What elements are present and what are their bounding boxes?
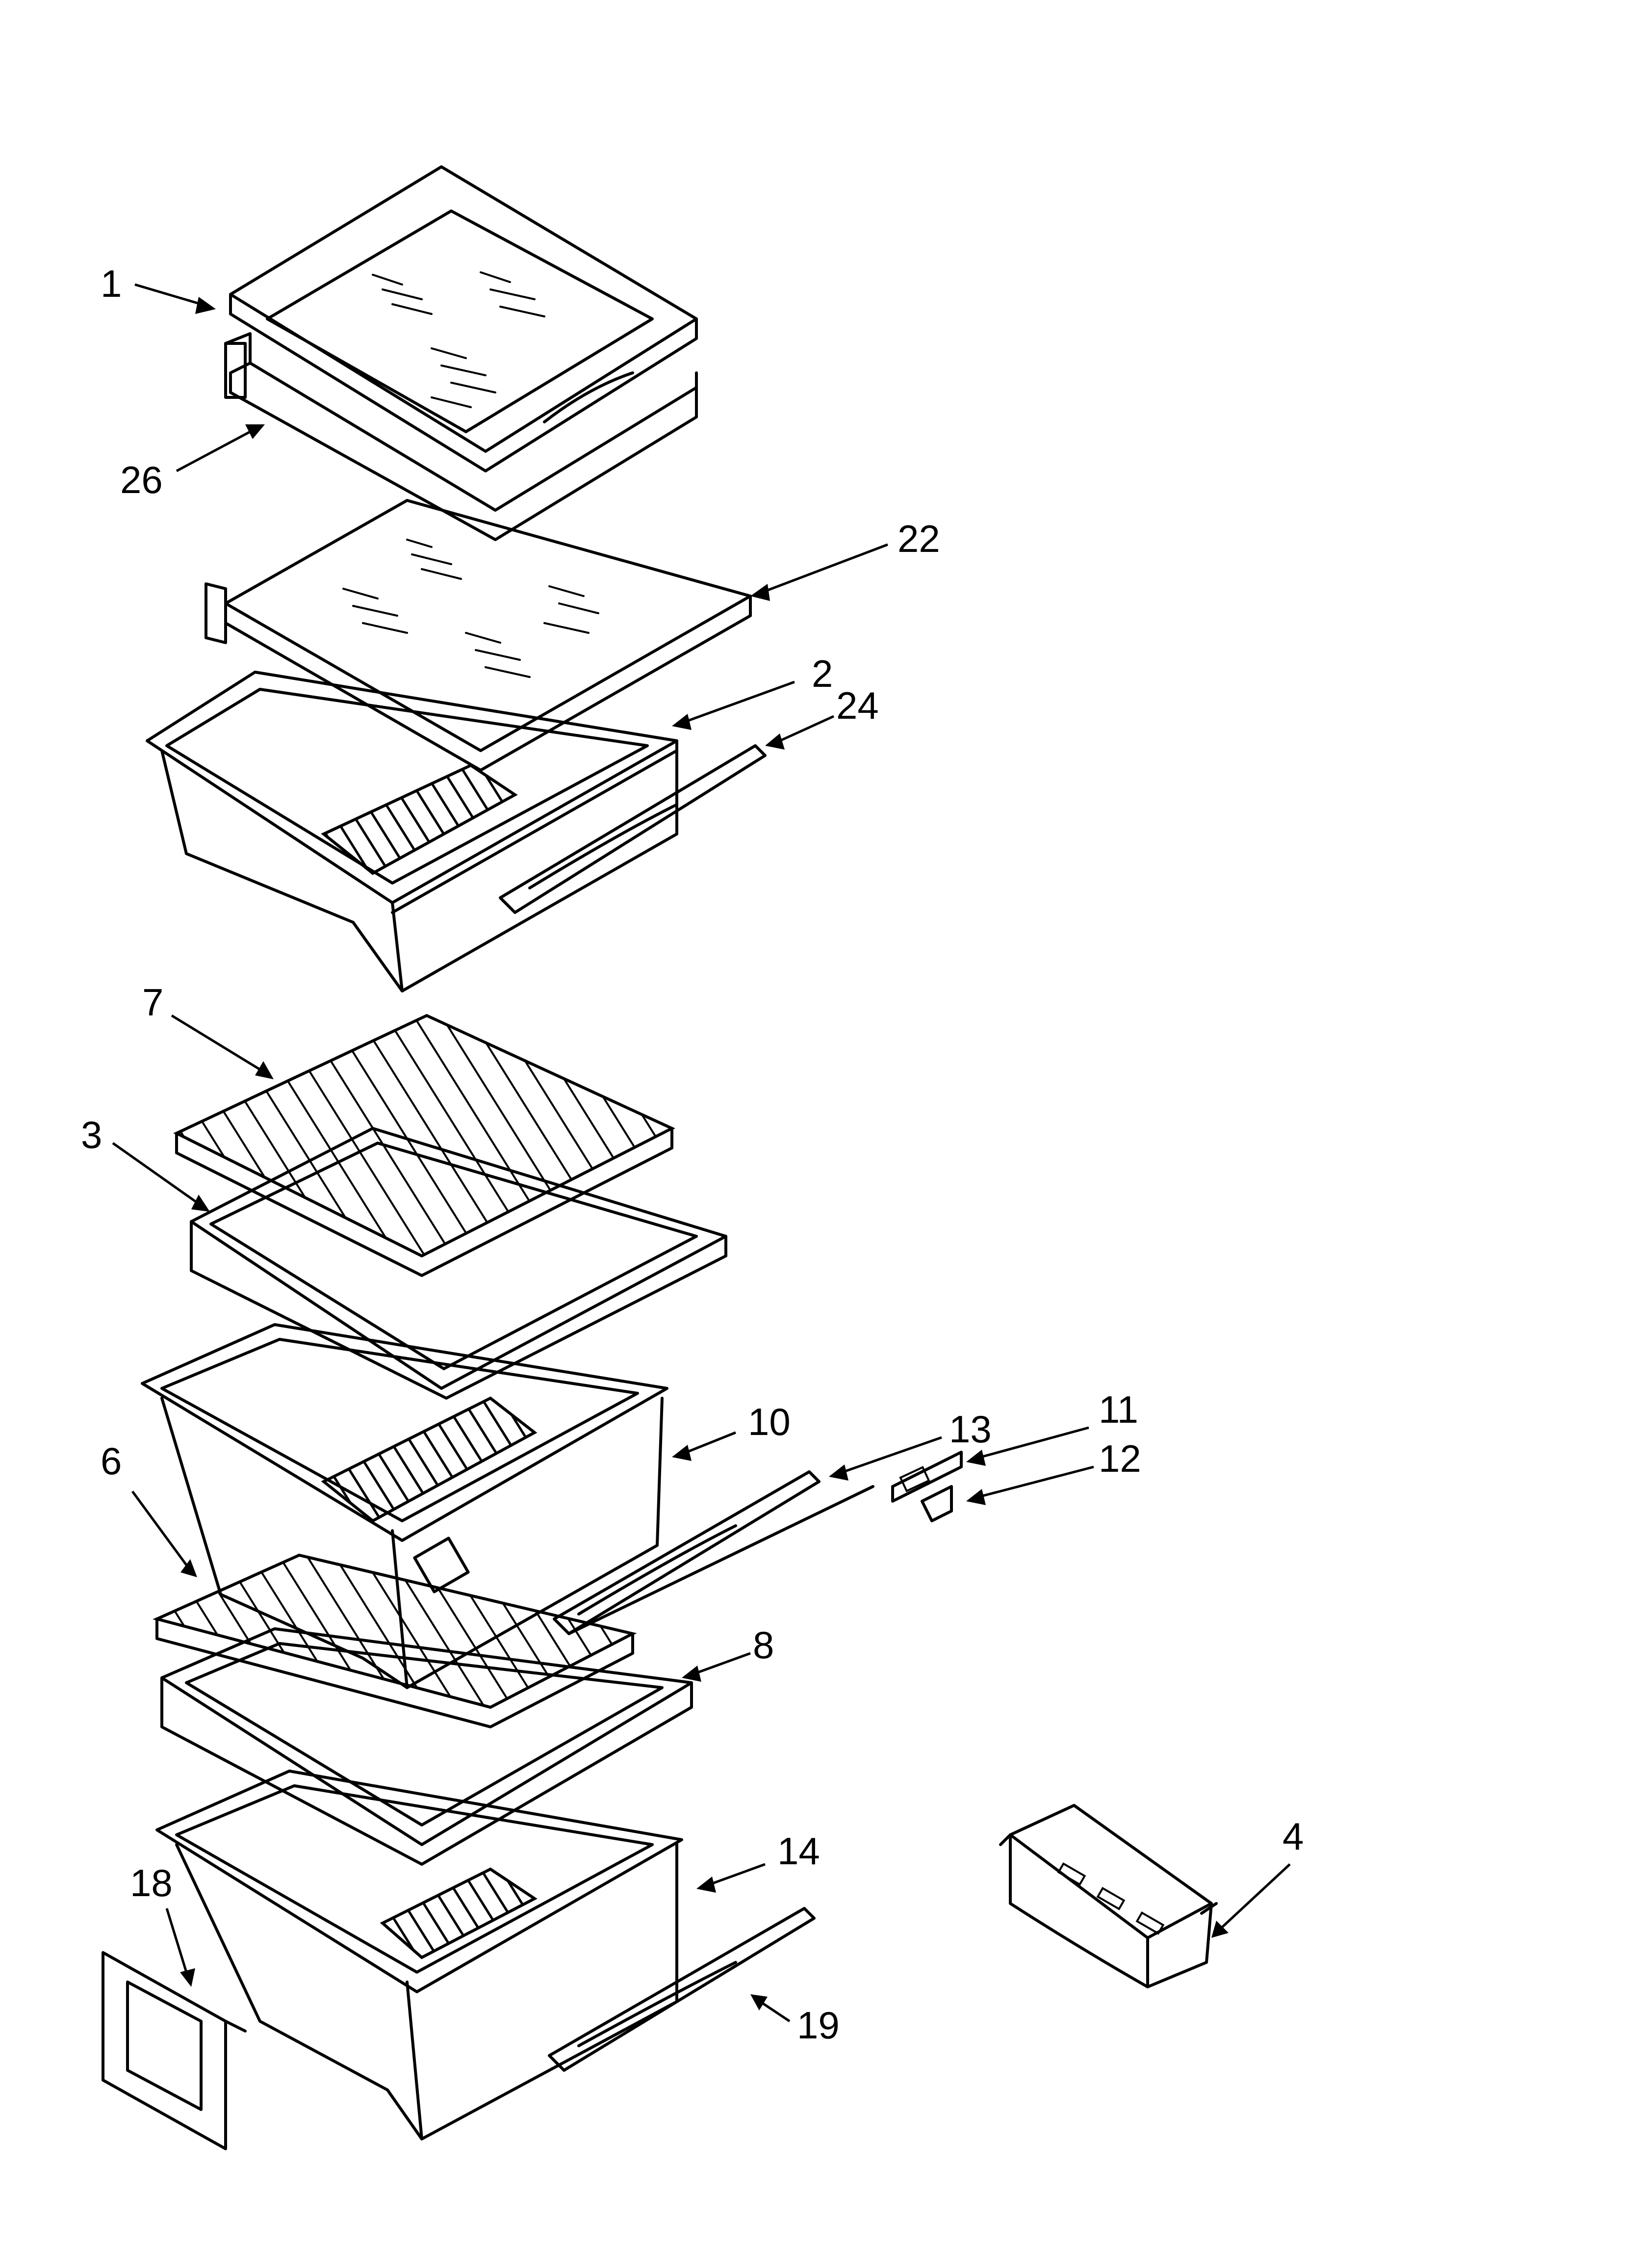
callout-6: 6: [101, 1439, 122, 1483]
callout-labels: 1 26 22 2 24 7 3 13 11 12 10 6 8 14 4 18…: [81, 262, 1304, 2047]
callout-8: 8: [753, 1623, 774, 1667]
arrowhead-2: [672, 714, 692, 730]
callout-11: 11: [1099, 1388, 1138, 1431]
part-4-storage-bin: [999, 1804, 1218, 1988]
part-13-drawer-handle: [553, 1470, 874, 1635]
callout-1: 1: [101, 262, 122, 305]
leader-26: [176, 430, 251, 472]
leader-lines: [112, 283, 1291, 2023]
callout-7: 7: [142, 981, 163, 1024]
callout-4: 4: [1283, 1815, 1304, 1858]
leader-18: [165, 1908, 188, 1973]
arrowhead-12: [966, 1489, 986, 1505]
part-8-shelf-frame: [160, 1627, 693, 1866]
leader-13: [843, 1436, 942, 1473]
callout-19: 19: [797, 2004, 840, 2047]
leader-11: [980, 1426, 1089, 1459]
leader-12: [980, 1465, 1094, 1498]
callout-22: 22: [898, 517, 940, 560]
part-10-crisper-drawer: [141, 1323, 668, 1689]
callout-12: 12: [1099, 1437, 1141, 1480]
arrowhead-24: [765, 733, 785, 750]
arrowhead-13: [829, 1464, 848, 1481]
leader-6: [131, 1490, 188, 1566]
part-1-glass-shelf: [229, 165, 698, 472]
callout-2: 2: [812, 652, 833, 695]
leader-2: [686, 680, 795, 723]
arrowhead-14: [696, 1877, 716, 1893]
arrowhead-26: [245, 424, 265, 439]
arrowhead-4: [1211, 1921, 1229, 1938]
part-22-glass-shelf: [205, 499, 752, 772]
part-3-shelf-frame: [190, 1127, 727, 1400]
part-18-label-holder: [102, 1951, 247, 2150]
leader-19: [759, 2000, 791, 2023]
callout-24: 24: [836, 684, 879, 727]
arrowhead-11: [966, 1450, 986, 1466]
callout-10: 10: [748, 1400, 791, 1443]
part-2-crisper-drawer: [146, 671, 678, 992]
callout-14: 14: [777, 1829, 820, 1873]
leader-10: [686, 1431, 736, 1454]
leader-1: [134, 283, 202, 306]
part-6-slatted-shelf: [153, 1553, 637, 1728]
arrowhead-22: [750, 584, 770, 601]
part-14-crisper-drawer: [155, 1770, 683, 2140]
leader-3: [112, 1142, 197, 1203]
arrowhead-18: [180, 1968, 195, 1987]
part-7-slatted-shelf: [173, 1014, 675, 1277]
arrowhead-10: [672, 1445, 692, 1461]
leader-4: [1220, 1863, 1291, 1929]
leader-8: [696, 1652, 751, 1674]
arrowhead-6: [180, 1559, 197, 1577]
leader-24: [779, 715, 835, 742]
callout-18: 18: [130, 1861, 173, 1904]
callout-3: 3: [81, 1113, 102, 1156]
arrowhead-7: [255, 1061, 274, 1079]
part-26-shelf-frame: [224, 332, 698, 541]
leader-22: [765, 543, 888, 593]
callout-26: 26: [120, 458, 163, 501]
part-24-drawer-handle: [499, 744, 767, 914]
part-11-bracket: [891, 1451, 963, 1503]
part-12-clip: [921, 1485, 953, 1522]
callout-13: 13: [949, 1408, 992, 1451]
arrowhead-3: [191, 1195, 210, 1212]
part-19-drawer-handle: [548, 1907, 816, 2072]
arrowhead-19: [750, 1994, 768, 2010]
arrowhead-8: [682, 1666, 701, 1682]
arrowhead-1: [195, 297, 216, 314]
leader-7: [171, 1014, 261, 1071]
leader-14: [711, 1863, 766, 1885]
